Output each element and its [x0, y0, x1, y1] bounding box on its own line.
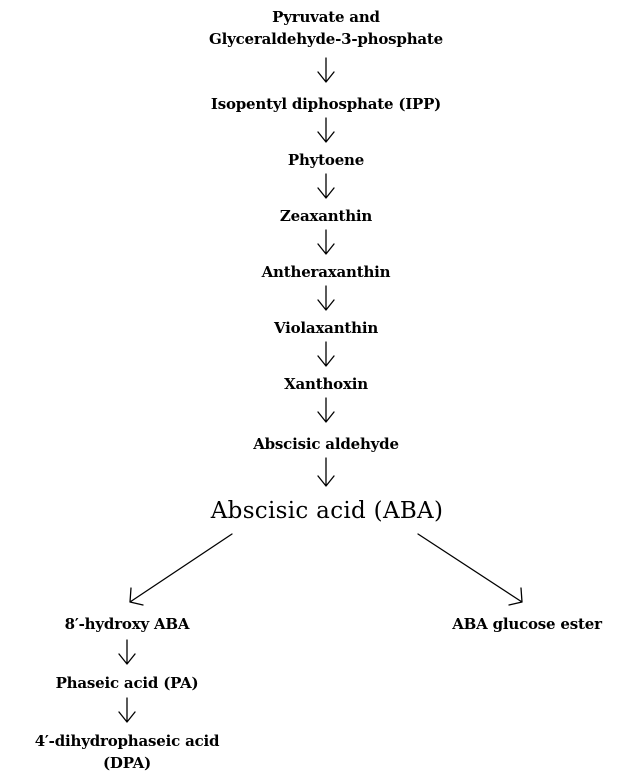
- node-aba-glucose-ester: ABA glucose ester: [452, 615, 602, 633]
- arrow-ipp-to-phytoene: [317, 117, 335, 143]
- node-phaseic-acid: Phaseic acid (PA): [55, 674, 199, 692]
- arrow-violaxanthin-to-xanthoxin: [317, 341, 335, 367]
- node-pyruvate-line2: Glyceraldehyde-3-phosphate: [208, 30, 444, 48]
- node-dpa-line1: 4′-dihydrophaseic acid: [34, 732, 220, 750]
- node-8-hydroxy-aba: 8′-hydroxy ABA: [64, 615, 190, 633]
- node-dpa-line2: (DPA): [102, 754, 152, 772]
- node-pyruvate-line1: Pyruvate and: [272, 8, 380, 26]
- node-pyruvate-g3p: Pyruvate and Glyceraldehyde-3-phosphate: [209, 6, 443, 50]
- node-zeaxanthin: Zeaxanthin: [279, 207, 373, 225]
- node-antheraxanthin: Antheraxanthin: [261, 263, 391, 281]
- node-ipp: Isopentyl diphosphate (IPP): [210, 95, 442, 113]
- arrow-xanthoxin-to-abscisic-aldehyde: [317, 397, 335, 423]
- node-abscisic-acid: Abscisic acid (ABA): [210, 498, 444, 524]
- arrow-pyruvate-to-ipp: [317, 57, 335, 83]
- arrow-antheraxanthin-to-violaxanthin: [317, 285, 335, 311]
- arrow-phaseic-acid-to-dpa: [118, 697, 136, 723]
- arrow-zeaxanthin-to-antheraxanthin: [317, 229, 335, 255]
- arrow-hydroxy-aba-to-phaseic-acid: [118, 639, 136, 665]
- node-phytoene: Phytoene: [287, 151, 365, 169]
- node-abscisic-aldehyde: Abscisic aldehyde: [253, 435, 399, 453]
- node-dpa: 4′-dihydrophaseic acid (DPA): [35, 730, 220, 774]
- arrow-aba-to-glucose-ester: [417, 533, 523, 606]
- node-violaxanthin: Violaxanthin: [273, 319, 379, 337]
- node-xanthoxin: Xanthoxin: [284, 375, 368, 393]
- arrow-abscisic-aldehyde-to-aba: [317, 457, 335, 487]
- arrow-aba-to-hydroxy-aba: [129, 533, 233, 606]
- arrow-phytoene-to-zeaxanthin: [317, 173, 335, 199]
